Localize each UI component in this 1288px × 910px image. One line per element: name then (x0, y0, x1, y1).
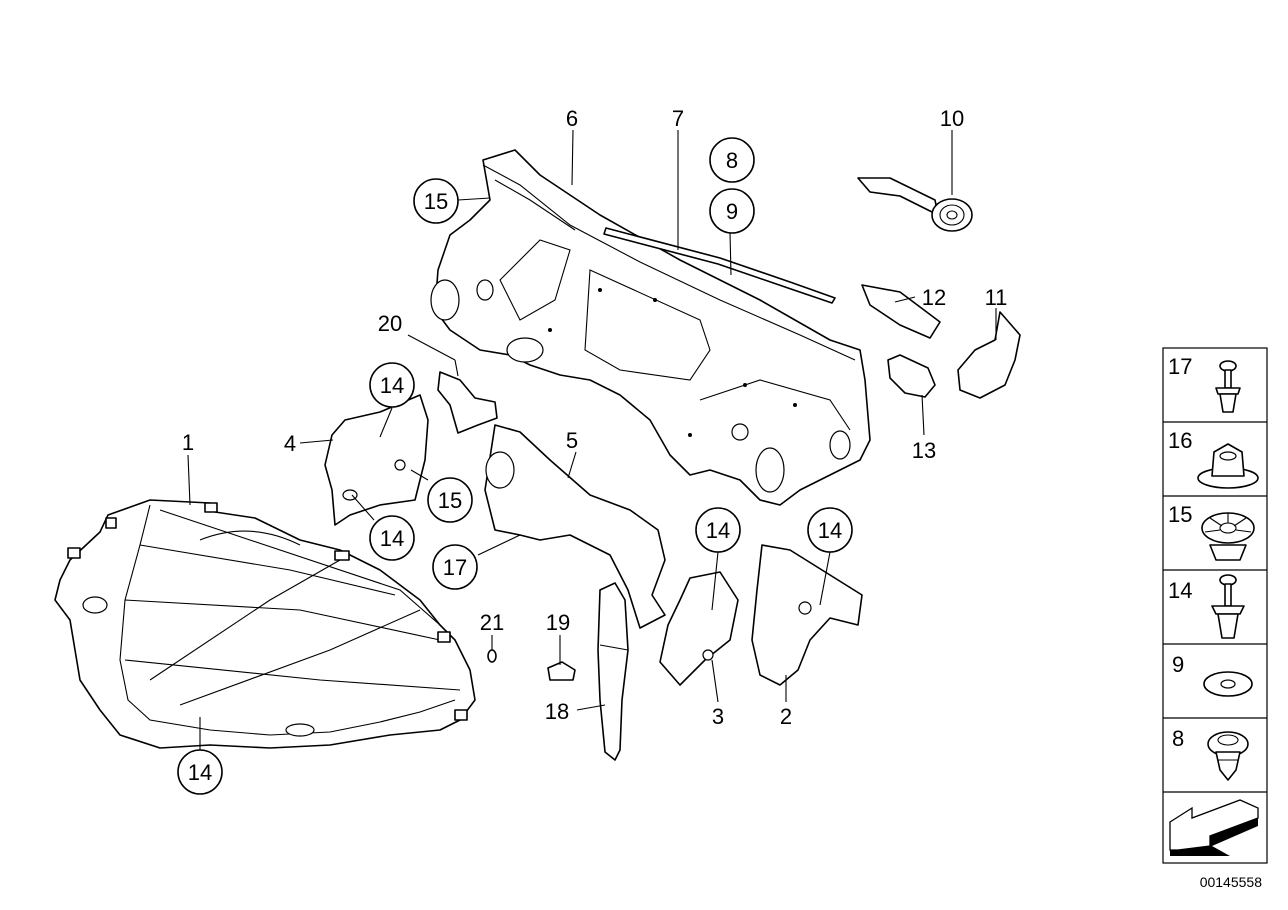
callout-17: 17 (432, 544, 478, 590)
svg-text:10: 10 (940, 106, 964, 131)
callout-9: 9 (709, 188, 755, 234)
callout-1: 1 (182, 430, 194, 455)
part-6-bulkhead-insulation (430, 149, 871, 506)
svg-text:16: 16 (1168, 428, 1192, 453)
expanding-rivet-icon (1211, 574, 1245, 639)
svg-text:12: 12 (922, 285, 946, 310)
sidebar-item-17: 17 (1168, 354, 1241, 413)
reference-number: 00145558 (1200, 874, 1263, 890)
leader-lines (187, 129, 997, 752)
part-3-panel (659, 571, 739, 686)
callout-7: 7 (672, 106, 684, 131)
part-2-panel (751, 544, 863, 686)
svg-text:3: 3 (712, 704, 724, 729)
svg-text:8: 8 (1172, 726, 1184, 751)
part-21-ring (487, 649, 497, 663)
svg-text:9: 9 (726, 199, 738, 224)
callout-11: 11 (985, 285, 1008, 310)
expanding-clip-icon (1201, 512, 1255, 561)
part-5-wheel-arch-panel (484, 424, 666, 629)
fastener-sidebar: 17 16 15 (1162, 347, 1268, 864)
sidebar-item-16: 16 (1168, 428, 1259, 489)
part-13-block (887, 354, 936, 398)
svg-text:17: 17 (443, 555, 467, 580)
svg-text:4: 4 (284, 431, 296, 456)
flange-nut-icon (1197, 443, 1259, 489)
callout-8: 8 (709, 137, 755, 183)
svg-text:9: 9 (1172, 652, 1184, 677)
washer-icon (1203, 671, 1253, 697)
svg-text:21: 21 (480, 610, 504, 635)
callout-18: 18 (545, 699, 569, 724)
callout-5: 5 (566, 428, 578, 453)
push-rivet-icon (1215, 360, 1241, 413)
callout-20: 20 (378, 311, 402, 336)
callout-19: 19 (546, 610, 570, 635)
part-20-pad (437, 371, 498, 434)
callout-12: 12 (922, 285, 946, 310)
svg-text:1: 1 (182, 430, 194, 455)
svg-text:6: 6 (566, 106, 578, 131)
callout-2: 2 (780, 704, 792, 729)
callout-21: 21 (480, 610, 504, 635)
svg-text:18: 18 (545, 699, 569, 724)
part-7-seal-strip (603, 227, 836, 304)
svg-text:5: 5 (566, 428, 578, 453)
callout-15-left: 15 (427, 477, 473, 523)
callout-14-lower-left: 14 (369, 515, 415, 561)
svg-text:14: 14 (818, 518, 842, 543)
svg-text:14: 14 (1168, 578, 1192, 603)
callout-15-top: 15 (413, 178, 459, 224)
sidebar-item-9: 9 (1172, 652, 1253, 697)
callout-14-part-3: 14 (695, 507, 741, 553)
callout-13: 13 (912, 438, 936, 463)
part-18-strip (597, 582, 629, 761)
svg-text:13: 13 (912, 438, 936, 463)
direction-arrow-icon (1169, 799, 1259, 856)
part-1-hood-insulation (54, 499, 476, 749)
part-12-bracket (861, 284, 941, 339)
callout-4: 4 (284, 431, 296, 456)
svg-text:15: 15 (438, 488, 462, 513)
callout-14-hood: 14 (177, 749, 223, 795)
svg-text:15: 15 (1168, 502, 1192, 527)
svg-text:7: 7 (672, 106, 684, 131)
svg-text:2: 2 (780, 704, 792, 729)
svg-text:14: 14 (380, 526, 404, 551)
svg-text:19: 19 (546, 610, 570, 635)
part-10-tape-roll (857, 177, 973, 232)
callout-14-upper-left: 14 (369, 362, 415, 408)
part-11-insulation-piece (957, 311, 1021, 399)
svg-text:14: 14 (188, 760, 212, 785)
callout-3: 3 (712, 704, 724, 729)
sidebar-item-14: 14 (1168, 574, 1245, 639)
svg-text:8: 8 (726, 148, 738, 173)
grommet-clip-icon (1207, 731, 1249, 781)
sidebar-item-8: 8 (1172, 726, 1249, 781)
svg-text:15: 15 (424, 189, 448, 214)
sidebar-item-15: 15 (1168, 502, 1255, 561)
svg-text:20: 20 (378, 311, 402, 336)
svg-text:11: 11 (985, 285, 1008, 310)
part-4-side-panel (324, 394, 429, 526)
svg-text:14: 14 (706, 518, 730, 543)
callout-10: 10 (940, 106, 964, 131)
svg-text:14: 14 (380, 373, 404, 398)
part-19-clip (547, 661, 576, 681)
callout-6: 6 (566, 106, 578, 131)
sidebar-item-arrow (1169, 799, 1259, 856)
svg-text:17: 17 (1168, 354, 1192, 379)
callout-14-part-2: 14 (807, 507, 853, 553)
